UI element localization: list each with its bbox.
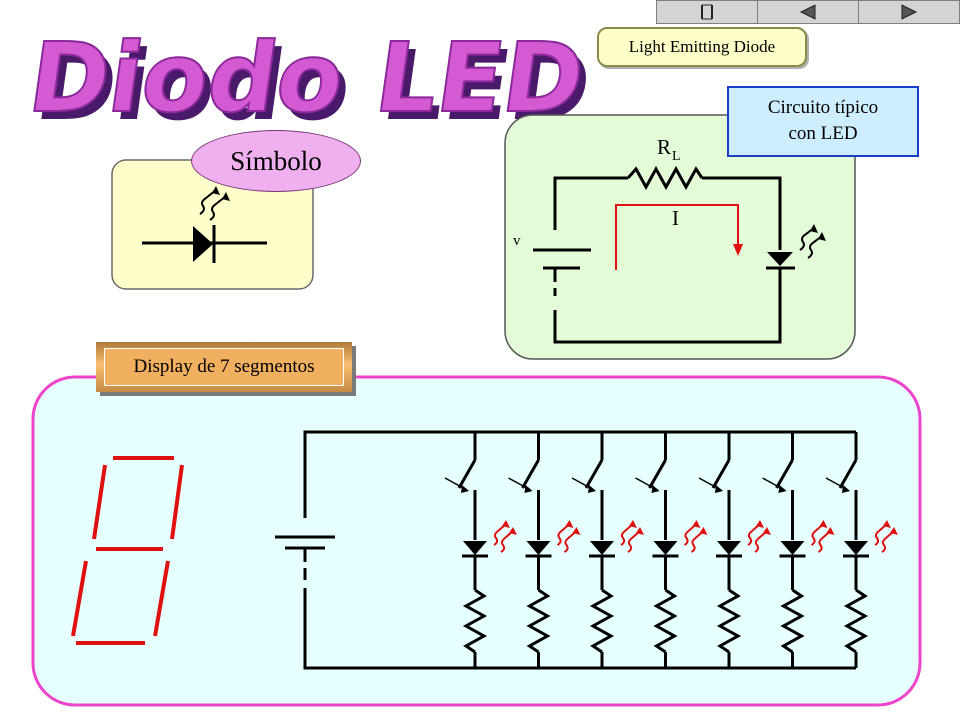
- circuit-led: [766, 224, 826, 270]
- segment-c: [153, 560, 170, 637]
- led-diode: [717, 541, 741, 555]
- subtitle-badge: Light Emitting Diode: [597, 27, 807, 67]
- display-label: Display de 7 segmentos: [96, 342, 356, 396]
- switch: [521, 459, 540, 489]
- diode-triangle: [193, 226, 213, 262]
- voltage-label: v: [513, 233, 521, 249]
- subtitle-text: Light Emitting Diode: [628, 37, 776, 56]
- display-label-text: Display de 7 segmentos: [133, 356, 315, 377]
- led-diode: [526, 541, 551, 555]
- led-branches: [444, 432, 898, 668]
- led-branch: [698, 432, 771, 668]
- page-title: Diodo LED Diodo LED: [21, 20, 598, 141]
- symbol-label-text: Símbolo: [230, 145, 322, 176]
- resistor: [526, 588, 551, 654]
- red-emission-icon: [620, 520, 644, 553]
- next-slide-icon: [901, 4, 918, 20]
- previous-slide-button[interactable]: [757, 1, 858, 23]
- switch: [648, 459, 667, 489]
- circuit-heading-line1: Circuito típico: [767, 97, 879, 118]
- page-title-shadow: Diodo LED: [29, 29, 598, 141]
- led-diode: [844, 541, 868, 555]
- circuit-panel: [504, 114, 856, 360]
- resistor-subscript: L: [672, 149, 681, 164]
- led-branch: [508, 432, 581, 668]
- slide-navigation-bar: [656, 0, 960, 24]
- symbol-label: Símbolo: [191, 130, 361, 192]
- seven-segment-display: [71, 456, 184, 645]
- current-label: I: [672, 206, 679, 230]
- resistor: [780, 588, 805, 654]
- resistor: [589, 588, 615, 654]
- led-symbol: [142, 186, 267, 263]
- switch: [838, 459, 858, 489]
- circuit-led-emission-icon: [799, 224, 826, 259]
- led-diode: [463, 541, 487, 555]
- led-branch: [635, 432, 708, 668]
- display-label-frame: Display de 7 segmentos: [96, 342, 352, 392]
- led-diode: [653, 541, 678, 555]
- first-slide-icon: [701, 4, 713, 20]
- red-emission-icon: [874, 520, 898, 553]
- page-title-text: Diodo LED: [22, 21, 591, 133]
- light-emission-arrows-icon: [199, 186, 230, 221]
- switch: [457, 459, 477, 489]
- red-emission-icon: [747, 520, 771, 553]
- led-diode: [590, 541, 614, 555]
- red-emission-icon: [810, 520, 835, 553]
- display-label-inner: Display de 7 segmentos: [104, 348, 344, 386]
- segment-b: [170, 464, 184, 540]
- switch: [584, 459, 604, 489]
- led-branch: [444, 432, 517, 668]
- led-branch: [571, 432, 644, 668]
- led-diode: [780, 541, 805, 555]
- resistor-rl: [626, 165, 704, 191]
- next-slide-button[interactable]: [858, 1, 959, 23]
- switch: [775, 459, 794, 489]
- red-emission-icon: [683, 520, 708, 553]
- led-branch: [825, 432, 898, 668]
- display-circuit: [275, 430, 856, 670]
- switch: [711, 459, 731, 489]
- resistor: [462, 588, 488, 654]
- led-branch: [762, 432, 835, 668]
- current-arrow: [615, 204, 743, 270]
- resistor: [843, 588, 869, 654]
- resistor-label: R: [657, 135, 671, 159]
- resistor: [653, 588, 678, 654]
- segment-e: [71, 560, 88, 637]
- first-slide-button[interactable]: [657, 1, 757, 23]
- typical-circuit: [533, 165, 782, 344]
- red-emission-icon: [493, 520, 517, 553]
- resistor: [716, 588, 742, 654]
- previous-slide-icon: [799, 4, 816, 20]
- circuit-heading-box: Circuito típico con LED: [727, 86, 919, 157]
- circuit-heading-line2: con LED: [788, 123, 858, 144]
- red-emission-icon: [556, 520, 581, 553]
- segment-f: [92, 464, 107, 540]
